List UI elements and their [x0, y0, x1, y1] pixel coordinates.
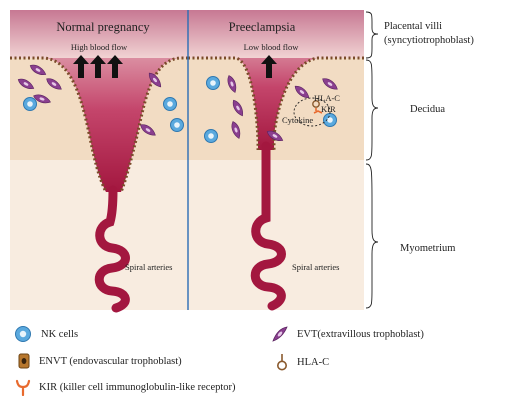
- decidua-layer: [10, 58, 364, 160]
- left-vessel: [10, 10, 188, 313]
- myometrium-layer: [10, 160, 364, 310]
- low-flow-label: Low blood flow: [244, 42, 300, 52]
- legend-envt-label: ENVT (endovascular trophoblast): [39, 355, 182, 367]
- envt-icon: [18, 353, 30, 369]
- legend-kir-label: KIR (killer cell immunoglobulin-like rec…: [39, 381, 236, 393]
- left-arteries-label: Spiral arteries: [125, 262, 172, 272]
- hla-c-label: HLA-C: [314, 93, 340, 103]
- right-vessel: [188, 10, 364, 311]
- evt-icon: [272, 326, 288, 342]
- legend-evt-label: EVT(extravillous trophoblast): [297, 328, 424, 340]
- legend-hla: HLA-C: [274, 352, 329, 372]
- kir-icon: [15, 379, 31, 396]
- high-flow-label: High blood flow: [71, 42, 128, 52]
- cytokine-label: Cytokine: [282, 115, 313, 125]
- legend-evt: EVT(extravillous trophoblast): [270, 324, 424, 344]
- low-flow-arrow: [261, 55, 277, 78]
- myometrium-label: Myometrium: [400, 243, 455, 254]
- legend-kir: KIR (killer cell immunoglobulin-like rec…: [14, 378, 236, 396]
- left-panel-title: Normal pregnancy: [56, 20, 150, 34]
- legend: NK cells ENVT (endovascular trophoblast)…: [0, 318, 518, 409]
- nk-cell-icon: [15, 326, 31, 342]
- decidua-label: Decidua: [410, 104, 445, 115]
- preeclampsia-diagram: Normal pregnancy High blood flow Spiral …: [10, 10, 474, 313]
- legend-envt: ENVT (endovascular trophoblast): [16, 352, 182, 370]
- legend-nk-label: NK cells: [41, 328, 79, 340]
- hla-c-icon: [277, 354, 287, 371]
- right-arteries-label: Spiral arteries: [292, 262, 339, 272]
- right-panel-title: Preeclampsia: [229, 20, 296, 34]
- hla-kir-interaction: [293, 97, 331, 127]
- legend-nk: NK cells: [12, 325, 78, 343]
- legend-hla-label: HLA-C: [297, 356, 330, 368]
- placental-villi-label: Placental villi: [384, 21, 442, 32]
- kir-label: KIR: [321, 104, 336, 114]
- high-flow-arrows: [73, 55, 123, 78]
- syncytiotrophoblast-label: (syncytiotrophoblast): [384, 35, 474, 46]
- layer-braces: [365, 11, 379, 309]
